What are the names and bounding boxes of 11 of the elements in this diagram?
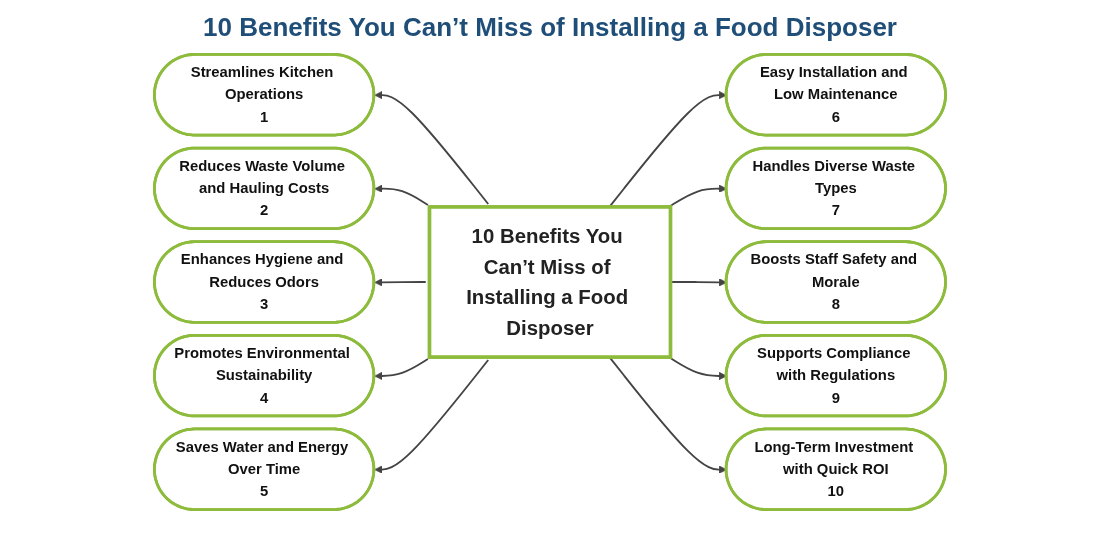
diagram-title: 10 Benefits You Can’t Miss of Installing a Food Disposer [202, 12, 898, 43]
arrow [608, 356, 727, 474]
arrow [374, 358, 429, 381]
arrow [374, 91, 490, 205]
arrow [374, 278, 427, 287]
arrow [374, 359, 490, 474]
arrow [374, 184, 429, 206]
arrow [668, 184, 727, 208]
arrow [668, 356, 727, 381]
node-box: 10 Benefits You Can’t Miss of Installing a Food Disposer [427, 205, 673, 359]
arrow [608, 91, 727, 208]
